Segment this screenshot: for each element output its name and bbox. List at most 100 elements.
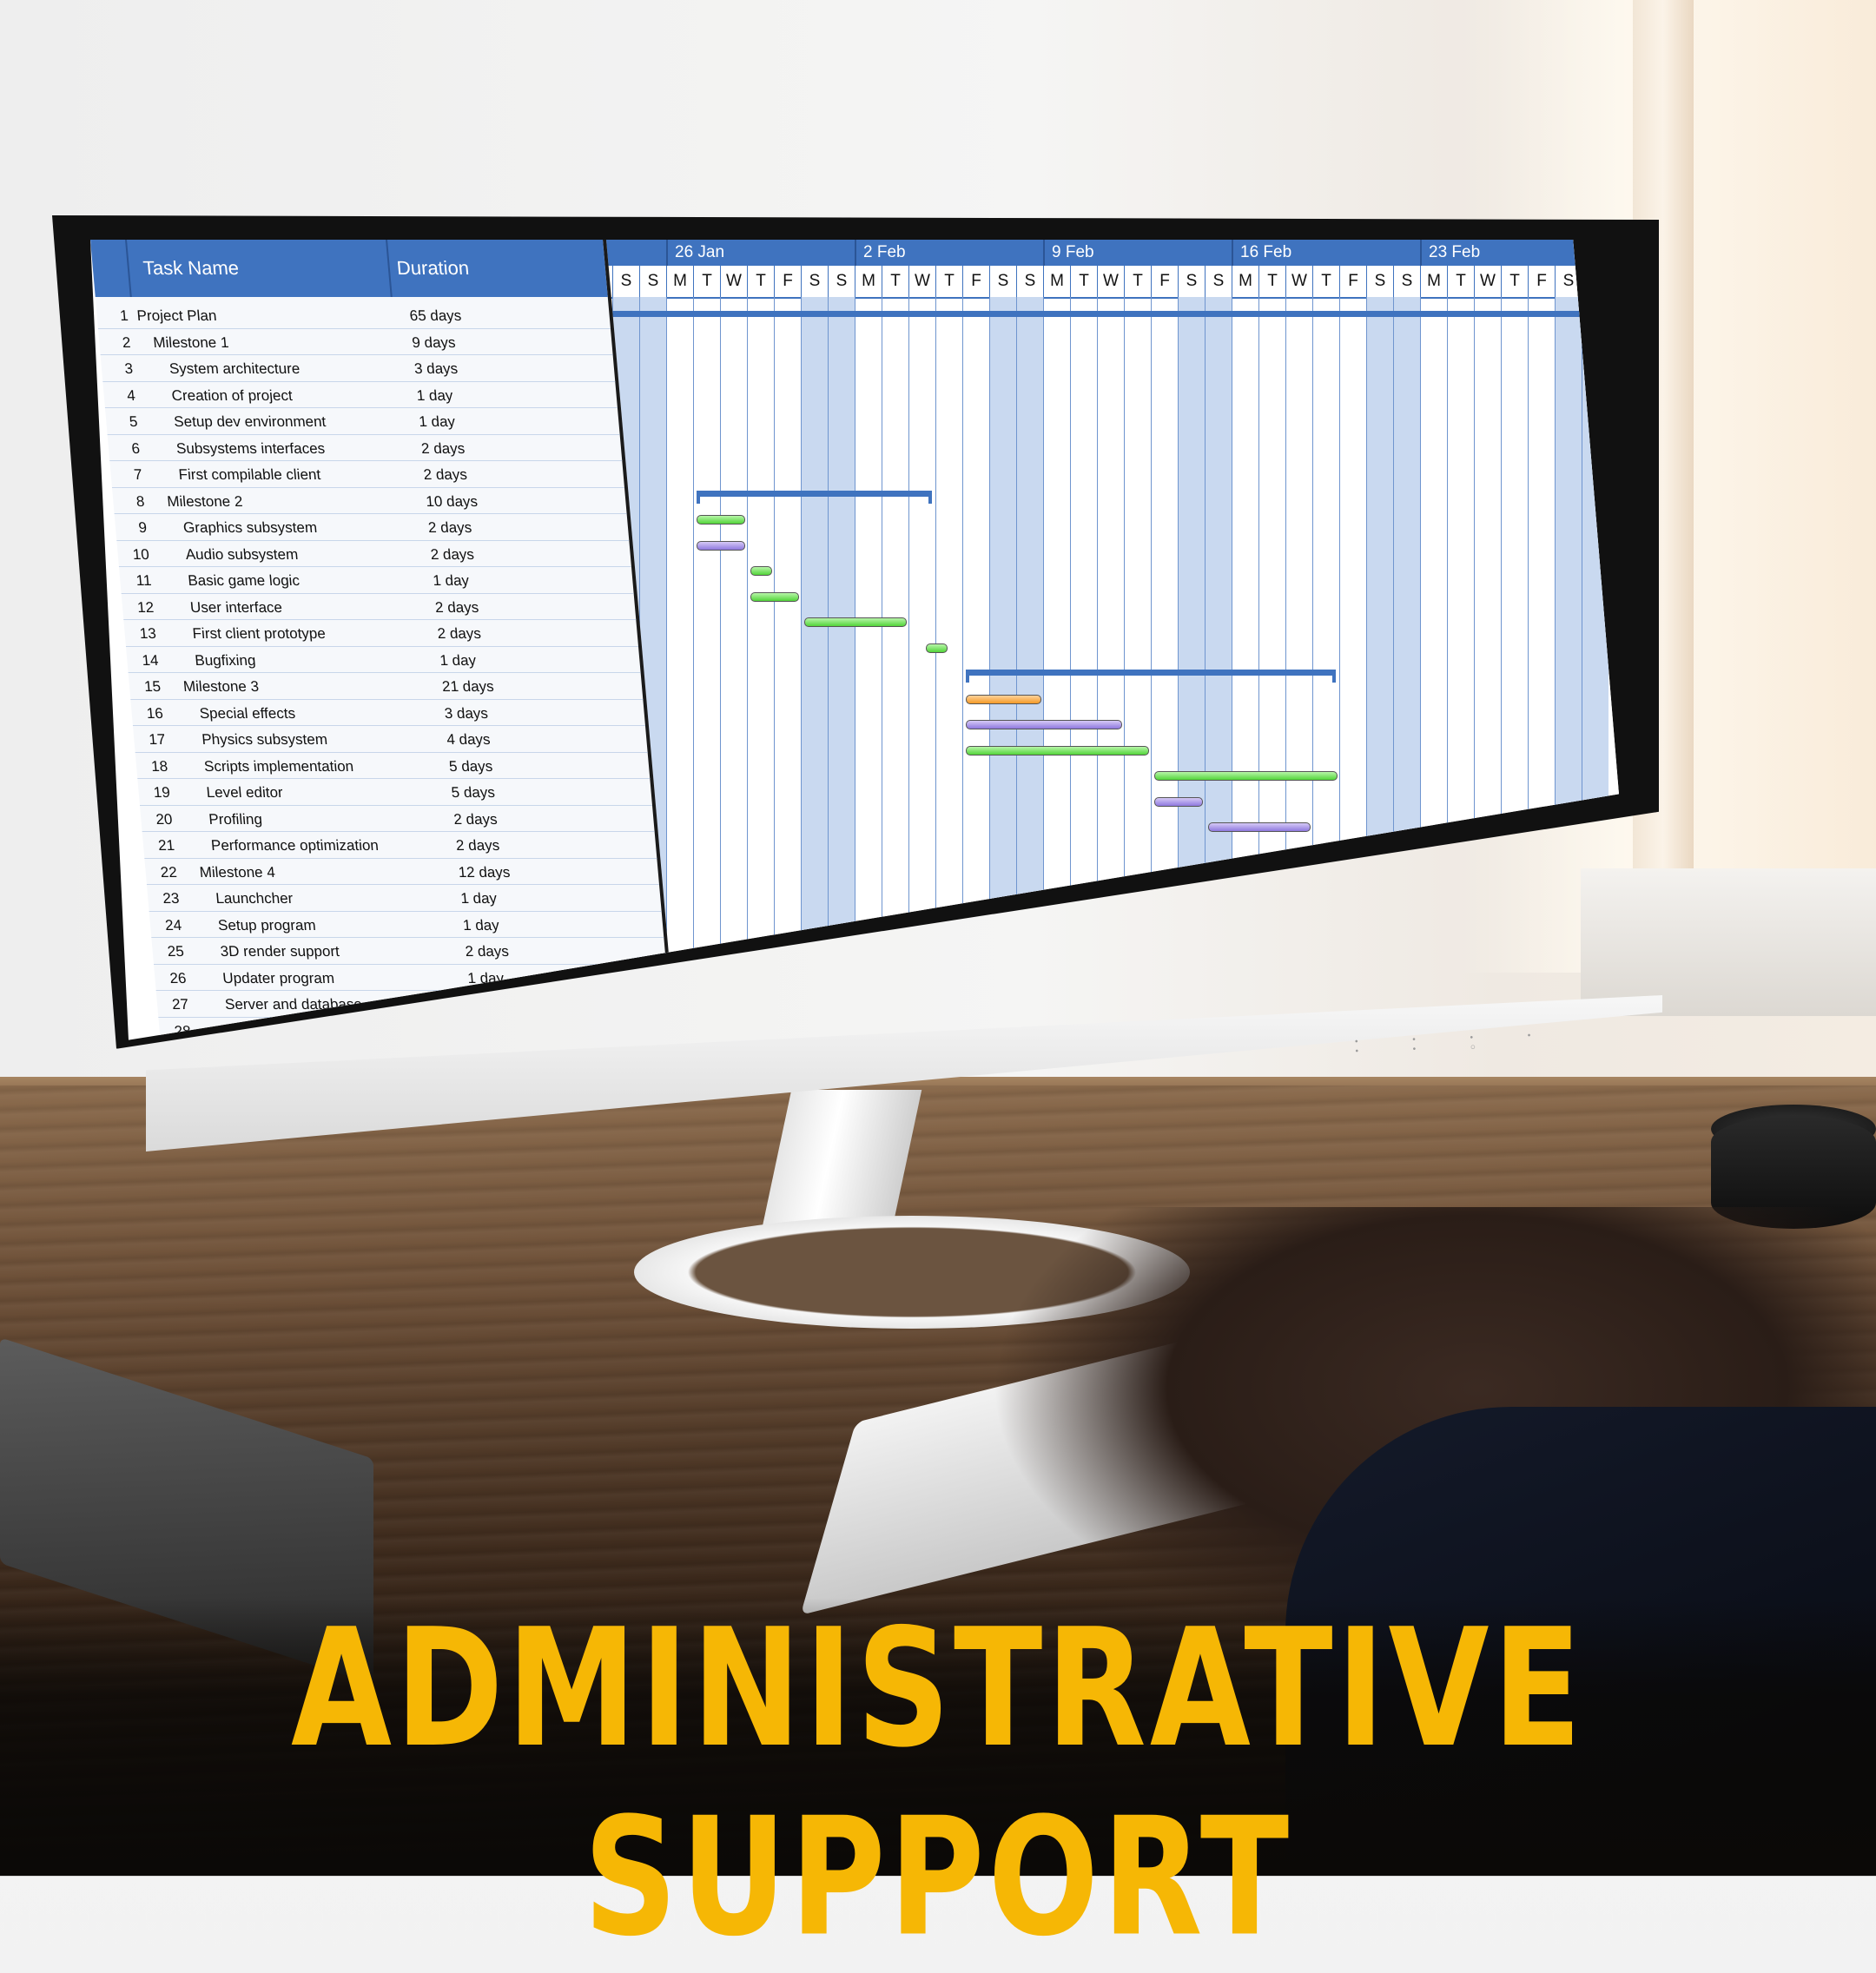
task-row-name: Profiling [208, 810, 263, 828]
gantt-task-bar[interactable] [966, 694, 1041, 704]
day-column [774, 297, 801, 1040]
task-row-duration: 1 day [418, 413, 456, 430]
gantt-task-bar[interactable] [750, 591, 799, 602]
day-column [666, 297, 693, 1040]
task-row-number: 3 [123, 360, 134, 377]
gantt-task-bar[interactable] [1154, 796, 1203, 807]
header-task-name[interactable]: Task Name [142, 257, 240, 279]
day-label: T [882, 266, 908, 297]
task-row-duration: 12 days [457, 863, 512, 881]
day-label: T [1312, 266, 1339, 297]
window-sill [1581, 868, 1876, 1016]
task-row[interactable]: 5 Setup dev environment 1 day [104, 408, 620, 435]
gantt-task-bar[interactable] [750, 566, 772, 576]
task-row-number: 1 [119, 307, 129, 324]
day-column [1258, 297, 1285, 1040]
day-column [1151, 297, 1178, 1040]
task-row-duration: 1 day [415, 386, 454, 404]
weekend-column [801, 297, 828, 1040]
gantt-summary-bar[interactable] [697, 490, 932, 504]
task-row-duration: 2 days [427, 519, 472, 536]
day-label: M [855, 266, 882, 297]
task-row-number: 23 [162, 890, 181, 907]
task-row-name: Milestone 1 [152, 333, 230, 351]
day-label: M [666, 266, 693, 297]
day-column [1447, 297, 1474, 1040]
task-grid-header: Task Name Duration [90, 240, 608, 297]
day-label: F [1339, 266, 1366, 297]
timeline-day-header: MTWTFSSMTWTFSSMTWTFSSMTWTFSSMTWTFSSMTWTF… [478, 266, 1619, 299]
task-row-name: Physics subsystem [201, 731, 328, 748]
gantt-task-bar[interactable] [1154, 771, 1338, 781]
day-column [747, 297, 774, 1040]
gantt-task-bar[interactable] [804, 617, 907, 627]
day-label: F [774, 266, 801, 297]
task-row-number: 5 [129, 413, 139, 430]
gantt-task-bar[interactable] [697, 515, 745, 525]
task-row-number: 18 [150, 757, 168, 775]
task-row-name: Audio subsystem [184, 545, 299, 563]
task-row-number: 19 [152, 784, 171, 801]
gantt-summary-bar[interactable] [966, 670, 1336, 683]
task-row-duration: 2 days [464, 943, 510, 960]
gantt-task-bar[interactable] [1208, 822, 1311, 832]
task-row-duration: 65 days [408, 307, 463, 324]
gantt-task-bar[interactable] [966, 745, 1149, 756]
gantt-task-bar[interactable] [697, 540, 745, 551]
task-row-duration: 5 days [448, 757, 493, 775]
day-label: S [1205, 266, 1232, 297]
day-column [1285, 297, 1312, 1040]
day-label: T [1258, 266, 1285, 297]
day-label: T [1124, 266, 1151, 297]
task-row-duration: 3 days [413, 360, 459, 377]
task-row-number: 27 [171, 996, 189, 1013]
task-row-duration: 2 days [452, 810, 499, 828]
day-label: T [935, 266, 962, 297]
header-duration[interactable]: Duration [395, 257, 471, 279]
day-label: W [908, 266, 935, 297]
day-label: F [962, 266, 989, 297]
task-row-name: Creation of project [170, 386, 294, 404]
task-row-name: Graphics subsystem [182, 519, 318, 536]
task-row-number: 26 [168, 969, 188, 986]
task-row-number: 10 [131, 545, 150, 563]
gantt-task-bar[interactable] [966, 720, 1122, 729]
day-column [1420, 297, 1447, 1040]
day-column [908, 297, 935, 1040]
task-row-name: First compilable client [177, 466, 321, 483]
task-row-name: Setup dev environment [173, 413, 327, 430]
day-label: S [828, 266, 855, 297]
gantt-summary-bar[interactable] [481, 311, 1605, 324]
gantt-task-bar[interactable] [925, 643, 948, 653]
task-row-duration: 10 days [425, 492, 479, 510]
day-label: W [1285, 266, 1312, 297]
day-column [1312, 297, 1339, 1040]
task-row-duration: 1 day [439, 651, 477, 669]
task-row-number: 17 [148, 731, 167, 748]
